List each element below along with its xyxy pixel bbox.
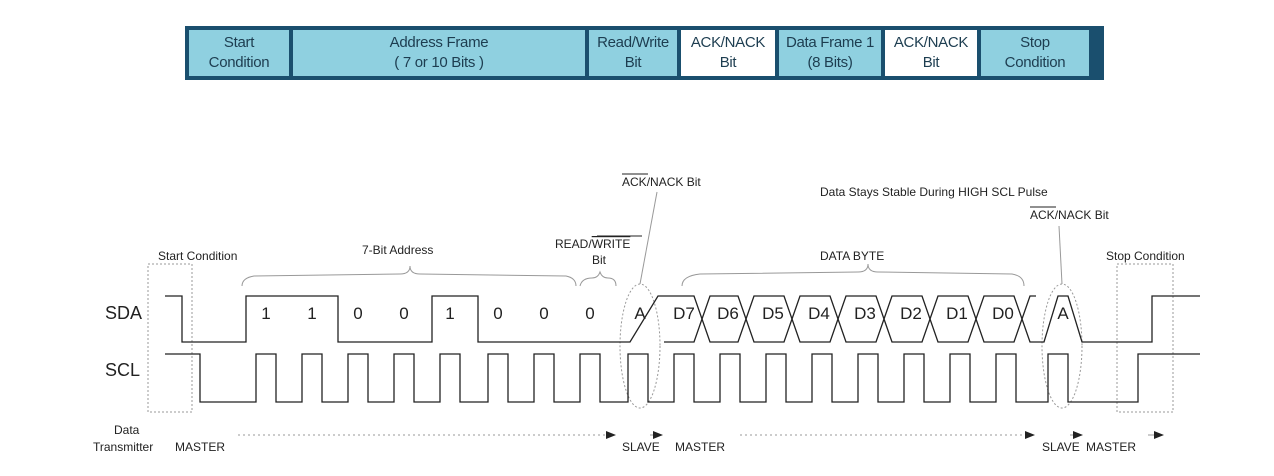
transmitter-label-line2: Transmitter: [93, 440, 153, 454]
data-bit-label: D5: [762, 304, 784, 323]
sda-label: SDA: [105, 303, 142, 323]
transmitter-master-1: MASTER: [175, 440, 225, 454]
transmitter-slave-1: SLAVE: [622, 440, 660, 454]
ack2-bit-label: A: [1057, 304, 1069, 323]
data-bit-label: D6: [717, 304, 739, 323]
ack1-label: ACK/NACK Bit: [622, 175, 701, 189]
stop-condition-label: Stop Condition: [1106, 249, 1185, 263]
i2c-frame-bar: Start Condition Address Frame ( 7 or 10 …: [185, 26, 1104, 80]
address-bit-label: 0: [399, 304, 408, 323]
stable-note: Data Stays Stable During HIGH SCL Pulse: [820, 185, 1048, 199]
rw-bit-label-bottom: Bit: [592, 253, 607, 267]
sda-waveform-data-upper: [664, 295, 1036, 321]
ack1-bit-label: A: [634, 304, 646, 323]
data-bit-label: D1: [946, 304, 968, 323]
address-bit-label: 1: [307, 304, 316, 323]
frame-cell-data-frame-1: Data Frame 1 (8 Bits): [779, 30, 881, 76]
frame-cell-address-frame: Address Frame ( 7 or 10 Bits ): [293, 30, 585, 76]
rw-bit-label: READ/WRITE: [555, 237, 630, 251]
data-byte-label: DATA BYTE: [820, 249, 884, 263]
bit-labels: 1 1 0 0 1 0 0 0 A D7 D6 D5 D4 D3 D2 D1 D0 A: [261, 304, 1069, 323]
address-bit-label: 0: [353, 304, 362, 323]
sda-waveform-end: [1036, 295, 1200, 343]
ack2-pointer-line: [1058, 225, 1063, 285]
data-bit-label: D3: [854, 304, 876, 323]
start-condition-box: [147, 263, 193, 413]
data-bit-label: D0: [992, 304, 1014, 323]
data-byte-brace: [681, 263, 1025, 287]
data-bit-label: D7: [673, 304, 695, 323]
address-bit-label: 1: [445, 304, 454, 323]
sda-waveform-data-lower: [664, 317, 1036, 343]
address-brace: [241, 265, 577, 287]
frame-cell-ack-nack-bit-2: ACK/NACK Bit: [885, 30, 977, 76]
frame-cell-stop-condition: Stop Condition: [981, 30, 1089, 76]
transmitter-master-3: MASTER: [1086, 440, 1136, 454]
address-bit-label: 1: [261, 304, 270, 323]
transmitter-master-2: MASTER: [675, 440, 725, 454]
transmitter-label-line1: Data: [114, 423, 140, 437]
stop-condition-box: [1116, 263, 1174, 413]
rw-bit-brace: [579, 270, 617, 287]
frame-cell-ack-nack-bit-1: ACK/NACK Bit: [681, 30, 775, 76]
start-condition-label: Start Condition: [158, 249, 237, 263]
address-bit-label: 0: [539, 304, 548, 323]
scl-label: SCL: [105, 360, 140, 380]
scl-waveform: [165, 353, 1200, 403]
data-bit-label: D4: [808, 304, 830, 323]
transmitter-slave-2: SLAVE: [1042, 440, 1080, 454]
address-label: 7-Bit Address: [362, 243, 433, 257]
data-bit-label: D2: [900, 304, 922, 323]
frame-cell-start-condition: Start Condition: [189, 30, 289, 76]
address-bit-label: 0: [585, 304, 594, 323]
ack1-pointer-line: [639, 191, 658, 285]
frame-cell-read-write-bit: Read/Write Bit: [589, 30, 677, 76]
sda-waveform: [165, 295, 664, 343]
ack2-label: ACK/NACK Bit: [1030, 208, 1109, 222]
address-bit-label: 0: [493, 304, 502, 323]
